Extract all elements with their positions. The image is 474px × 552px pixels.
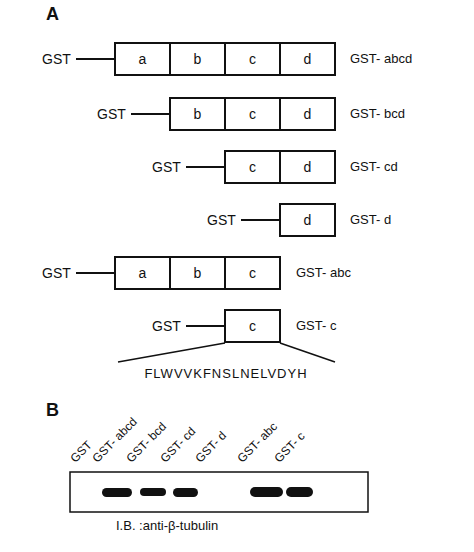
domain-letter: d xyxy=(304,159,312,175)
domain-box: a xyxy=(114,256,171,290)
gst-tag: GST xyxy=(42,51,71,67)
domain-letter: c xyxy=(249,318,256,334)
domain-letter: c xyxy=(249,106,256,122)
linker-line xyxy=(131,113,170,115)
linker-line xyxy=(241,219,280,221)
blot-bands xyxy=(102,487,313,497)
band xyxy=(250,487,283,497)
linker-line xyxy=(76,272,115,274)
domain-letter: d xyxy=(304,106,312,122)
domain-box: c xyxy=(224,150,281,184)
band xyxy=(140,488,166,496)
domain-letter: d xyxy=(304,51,312,67)
domain-letter: c xyxy=(249,51,256,67)
linker-line xyxy=(76,58,115,60)
domain-box: c xyxy=(224,309,281,343)
gst-linkers xyxy=(76,59,280,326)
domain-box: c xyxy=(224,42,281,76)
domain-box: a xyxy=(114,42,171,76)
construct-name: GST- d xyxy=(350,212,391,228)
domain-box: c xyxy=(224,97,281,131)
panel-letter: B xyxy=(46,402,59,418)
panel-letter: A xyxy=(46,6,59,22)
gst-tag: GST xyxy=(152,159,181,175)
domain-box: b xyxy=(169,256,226,290)
band xyxy=(286,487,313,497)
domain-letter: b xyxy=(194,106,202,122)
domain-box: c xyxy=(224,256,281,290)
antibody-label: I.B. :anti-β-tubulin xyxy=(116,518,218,534)
construct-name: GST- abcd xyxy=(350,51,412,67)
band xyxy=(173,488,198,497)
linker-line xyxy=(186,166,225,168)
gst-tag: GST xyxy=(152,318,181,334)
gst-tag: GST xyxy=(207,212,236,228)
domain-box: b xyxy=(169,42,226,76)
domain-box: d xyxy=(279,203,336,237)
construct-name: GST- cd xyxy=(350,159,398,175)
domain-box: d xyxy=(279,42,336,76)
linker-line xyxy=(186,325,225,327)
domain-box: d xyxy=(279,97,336,131)
domain-letter: c xyxy=(249,159,256,175)
blot-frame xyxy=(70,472,368,512)
domain-letter: c xyxy=(249,265,256,281)
lane-label: GST- abc xyxy=(234,419,281,466)
band xyxy=(102,488,132,497)
peptide-sequence: FLWVVKFNSLNELVDYH xyxy=(115,366,337,382)
gst-tag: GST xyxy=(97,106,126,122)
zoom-line xyxy=(118,343,225,362)
zoom-lines xyxy=(118,343,335,362)
construct-name: GST- c xyxy=(296,318,336,334)
construct-name: GST- abc xyxy=(296,265,351,281)
domain-letter: b xyxy=(194,51,202,67)
domain-box: d xyxy=(279,150,336,184)
zoom-line xyxy=(280,343,335,362)
construct-name: GST- bcd xyxy=(350,106,405,122)
domain-letter: a xyxy=(139,265,147,281)
domain-letter: b xyxy=(194,265,202,281)
domain-box: b xyxy=(169,97,226,131)
gst-tag: GST xyxy=(42,265,71,281)
domain-letter: a xyxy=(139,51,147,67)
domain-letter: d xyxy=(304,212,312,228)
